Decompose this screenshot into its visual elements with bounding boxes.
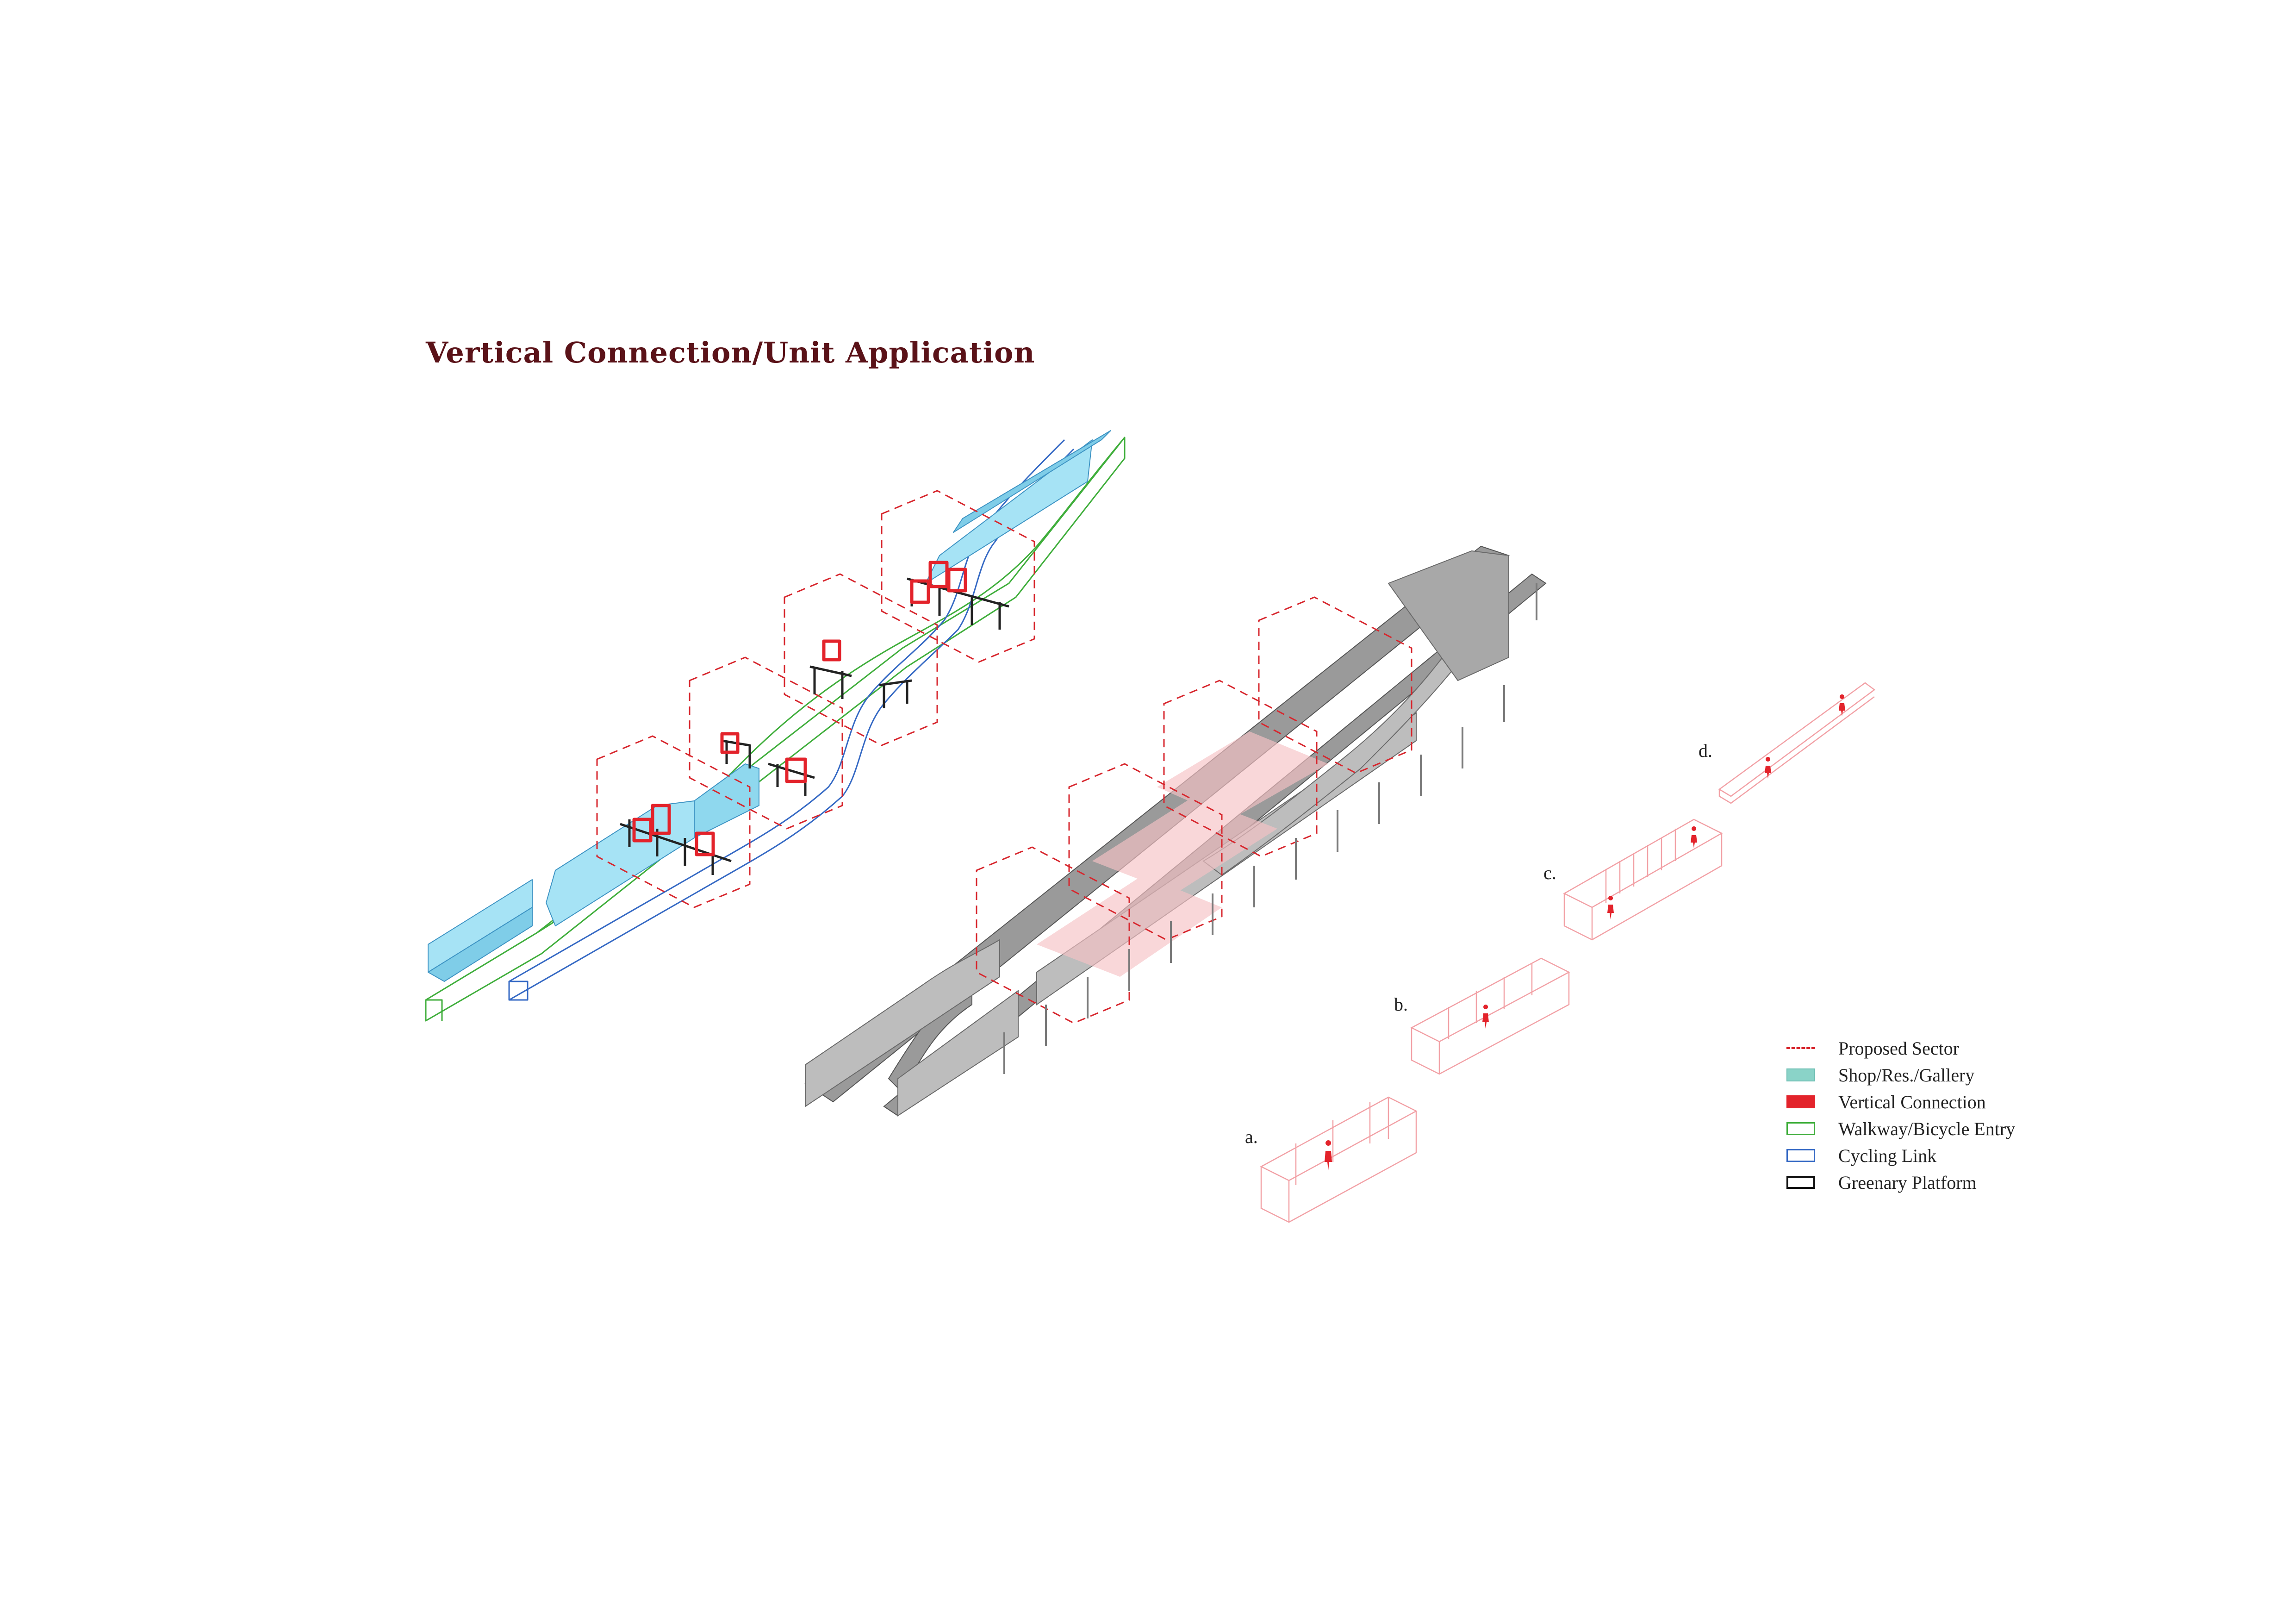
legend-item-vertical-connection: Vertical Connection xyxy=(1786,1088,2015,1115)
legend-swatch-dashed xyxy=(1786,1047,1815,1049)
legend-item-cycling-link: Cycling Link xyxy=(1786,1142,2015,1169)
massing-sector-highlight xyxy=(1037,731,1328,977)
legend-item-greenery-platform: Greenary Platform xyxy=(1786,1169,2015,1196)
page-title: Vertical Connection/Unit Application xyxy=(426,336,1035,369)
legend-swatch-outline xyxy=(1786,1149,1815,1162)
legend-swatch-outline xyxy=(1786,1176,1815,1189)
figure-unit-c xyxy=(1607,896,1614,919)
legend: Proposed Sector Shop/Res./Gallery Vertic… xyxy=(1786,1035,2015,1196)
legend-item-walkway: Walkway/Bicycle Entry xyxy=(1786,1115,2015,1142)
figure-unit-b xyxy=(1482,1005,1489,1029)
legend-label: Walkway/Bicycle Entry xyxy=(1838,1118,2016,1139)
legend-swatch-fill xyxy=(1786,1095,1815,1108)
legend-label: Shop/Res./Gallery xyxy=(1838,1064,1975,1086)
unit-b-frame xyxy=(1410,957,1570,1075)
unit-label-a: a. xyxy=(1245,1126,1258,1147)
legend-label: Vertical Connection xyxy=(1838,1091,1986,1112)
legend-label: Cycling Link xyxy=(1838,1145,1937,1166)
unit-figures xyxy=(1325,694,1845,1170)
massing-sectors xyxy=(976,596,1412,1024)
figure-unit-d xyxy=(1765,757,1771,779)
unit-d-frame xyxy=(1718,682,1876,804)
legend-swatch-outline xyxy=(1786,1122,1815,1135)
figure-unit-d-2 xyxy=(1839,694,1845,716)
legend-label: Greenary Platform xyxy=(1838,1172,1977,1193)
legend-item-proposed-sector: Proposed Sector xyxy=(1786,1035,2015,1062)
unit-label-d: d. xyxy=(1699,740,1712,761)
unit-label-c: c. xyxy=(1543,862,1556,883)
unit-frames xyxy=(1260,682,1876,1223)
figure-unit-a xyxy=(1325,1140,1332,1170)
proposed-sectors xyxy=(596,490,1035,908)
legend-item-shop: Shop/Res./Gallery xyxy=(1786,1062,2015,1088)
massing-model xyxy=(804,545,1547,1117)
unit-a-frame xyxy=(1260,1096,1418,1223)
unit-c-frame xyxy=(1563,818,1723,941)
legend-swatch-fill xyxy=(1786,1068,1815,1081)
figure-unit-c-2 xyxy=(1691,826,1697,848)
legend-label: Proposed Sector xyxy=(1838,1037,1960,1059)
shop-volumes xyxy=(428,430,1111,982)
linear-diagram xyxy=(425,430,1126,1022)
vertical-connections xyxy=(632,561,967,856)
massing-columns xyxy=(1003,583,1537,1074)
unit-label-b: b. xyxy=(1394,994,1408,1015)
